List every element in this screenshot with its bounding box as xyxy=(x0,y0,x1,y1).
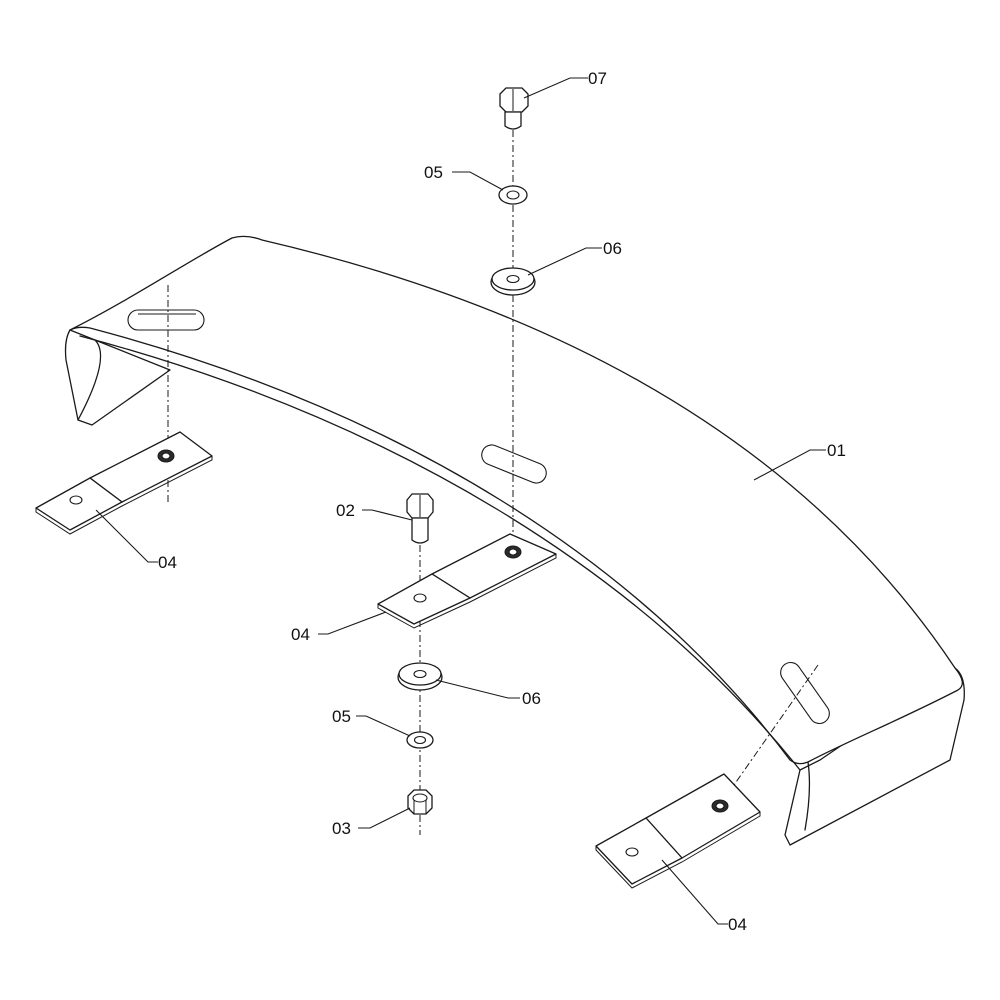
center-line-right xyxy=(719,664,819,806)
callout-labels: 07 05 06 01 04 02 04 06 05 03 04 xyxy=(158,69,846,934)
callout-04-right: 04 xyxy=(728,915,747,934)
hinge-plate-04-right-nut-hole xyxy=(715,802,725,810)
flat-washer-06-bottom xyxy=(397,662,443,691)
hinge-plate-04-center-nut-hole xyxy=(508,548,518,556)
leader-04-left xyxy=(95,509,158,563)
callout-07: 07 xyxy=(588,69,607,88)
left-flange xyxy=(64,329,171,426)
leader-05-bottom xyxy=(356,715,411,737)
lock-washer-05-top-inner xyxy=(506,190,520,200)
hinge-plate-04-right-hole xyxy=(625,847,639,857)
callout-05-top: 05 xyxy=(424,163,443,182)
lock-washer-05-top xyxy=(498,185,528,205)
slot-right xyxy=(780,661,830,725)
hinge-plate-04-right-lower xyxy=(595,817,683,885)
hinge-plate-04-center xyxy=(377,533,557,629)
hinge-plate-04-left-edge xyxy=(35,456,213,535)
leader-02 xyxy=(362,509,413,521)
bracket-right-bend xyxy=(804,761,811,831)
callout-01: 01 xyxy=(827,441,846,460)
leader-01 xyxy=(753,449,826,481)
callout-04-center: 04 xyxy=(291,625,310,644)
callout-04-left: 04 xyxy=(158,553,177,572)
lock-washer-05-bottom-inner xyxy=(413,735,427,745)
bolt-07 xyxy=(499,87,529,130)
bolt-02 xyxy=(406,493,434,544)
bracket-front-edge-inner xyxy=(77,339,102,421)
bracket-front-edge xyxy=(79,335,801,771)
hinge-plate-04-left xyxy=(35,431,213,535)
bolt-02-shank xyxy=(411,517,429,544)
flat-washer-06-bottom-hole xyxy=(413,669,427,679)
curved-bracket-01 xyxy=(64,235,965,846)
bolt-07-head xyxy=(499,87,529,113)
leader-03 xyxy=(358,807,411,829)
nut-03-top xyxy=(412,793,428,803)
leader-07 xyxy=(523,77,588,99)
hinge-plate-04-right xyxy=(595,773,761,889)
flat-washer-06-top-hole xyxy=(506,274,520,284)
hinge-plate-04-left-hole xyxy=(69,495,83,505)
hinge-plate-04-left-nut-hole xyxy=(161,452,171,460)
leader-06-top xyxy=(527,247,602,276)
callout-06-bottom: 06 xyxy=(522,689,541,708)
callout-05-bottom: 05 xyxy=(332,707,351,726)
nut-03 xyxy=(407,789,433,815)
leader-04-center xyxy=(318,611,387,635)
hinge-plate-04-center-edge xyxy=(377,554,557,629)
leader-lines xyxy=(95,77,826,925)
bolt-07-shank xyxy=(504,111,522,130)
hinge-plate-04-center-hole xyxy=(413,593,427,603)
flat-washer-06-top xyxy=(490,267,536,296)
leader-04-right xyxy=(661,859,728,925)
right-flange xyxy=(784,667,965,846)
leader-06-bottom xyxy=(435,679,520,699)
callout-02: 02 xyxy=(336,501,355,520)
leader-05-top xyxy=(452,171,504,191)
slot-center xyxy=(481,444,547,484)
slot-left xyxy=(127,309,205,331)
callout-06-top: 06 xyxy=(603,239,622,258)
bracket-top-face xyxy=(69,235,963,765)
hinge-plate-04-right-edge xyxy=(595,812,761,889)
lock-washer-05-bottom xyxy=(406,731,434,749)
callout-03: 03 xyxy=(332,819,351,838)
